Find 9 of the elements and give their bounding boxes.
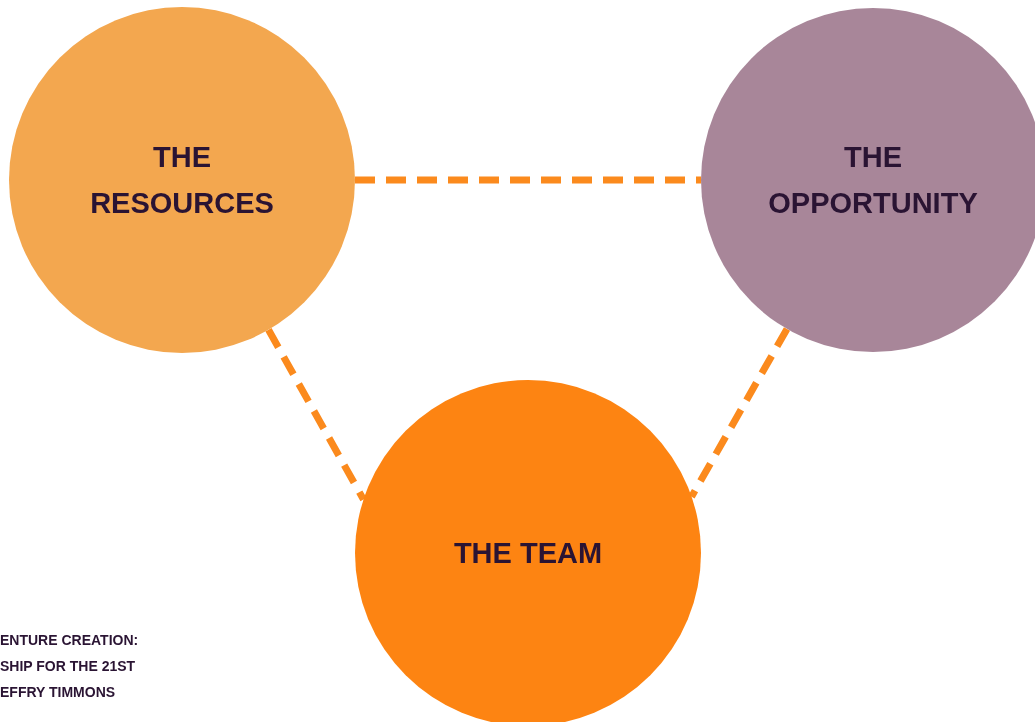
dashed-connector [688,327,791,499]
dashed-connector [265,328,367,502]
circle-label: THE OPPORTUNITY [767,139,979,221]
circle-label: THE TEAM [453,535,603,571]
citation-text: EFFRY TIMMONS [0,684,116,700]
circle-label: THE RESOURCES [89,139,275,221]
dashed-connector [355,176,701,184]
citation-text: ENTURE CREATION: [0,632,139,648]
citation-text: SHIP FOR THE 21ST [0,658,136,674]
